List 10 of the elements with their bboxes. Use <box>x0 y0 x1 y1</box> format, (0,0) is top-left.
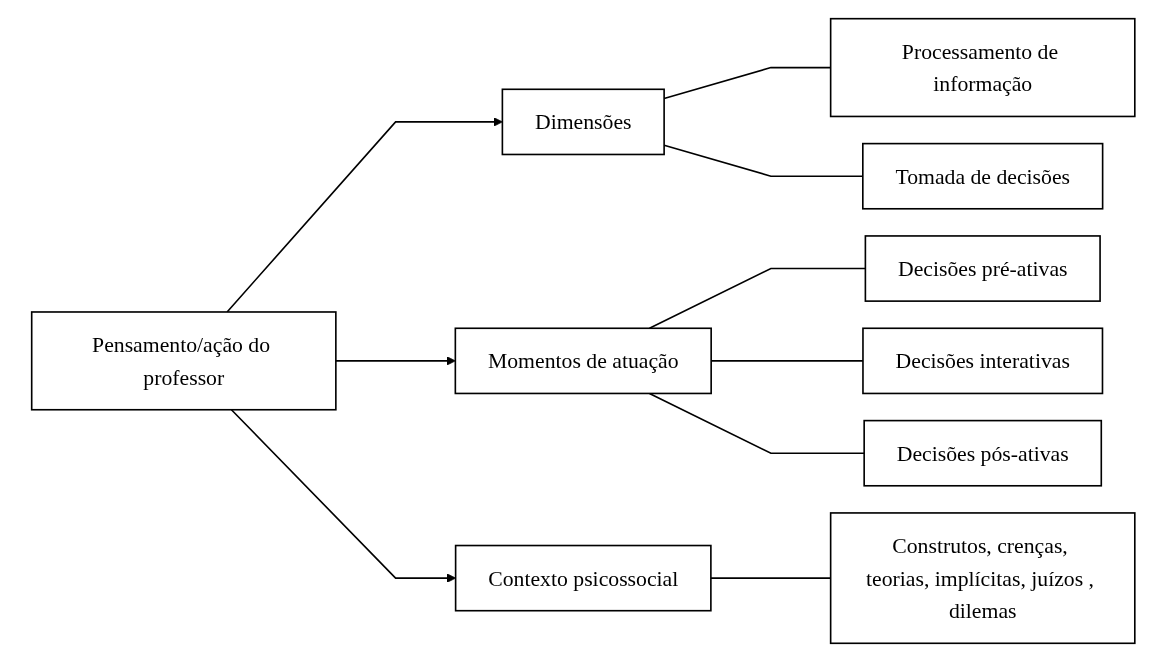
node-box: Decisões pós-ativas <box>863 419 1103 487</box>
node-box: Construtos, crenças, teorias, implícitas, juízos , dilemas <box>830 512 1136 645</box>
node-box: Tomada de decisões <box>862 142 1104 210</box>
node-box: Processamento de informação <box>830 17 1136 118</box>
node-box: Dimensões <box>501 88 666 156</box>
node-box: Contexto psicossocial <box>455 544 712 612</box>
node-box: Pensamento/ação do professor <box>31 311 337 411</box>
node-box: Momentos de atuação <box>454 327 713 395</box>
node-box: Decisões interativas <box>862 327 1104 395</box>
node-box: Decisões pré-ativas <box>864 235 1102 302</box>
